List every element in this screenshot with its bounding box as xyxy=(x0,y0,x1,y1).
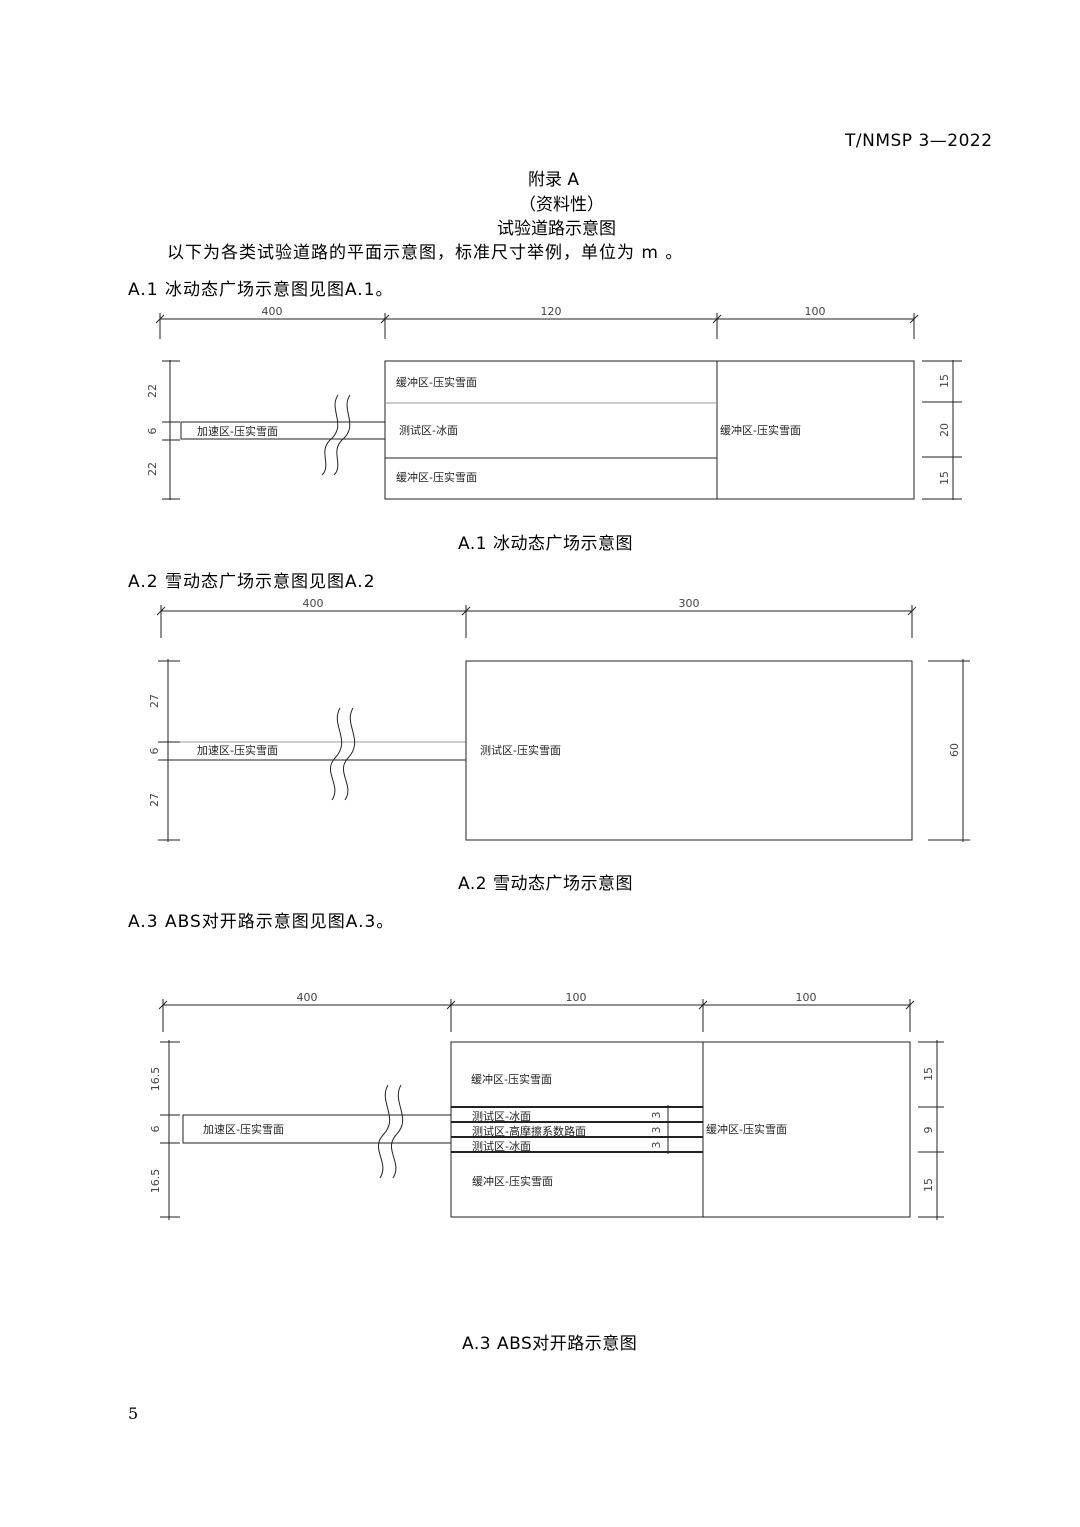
a3-dim-left-1: 16.5 xyxy=(149,1067,162,1092)
a1-label-buffer-right: 缓冲区-压实雪面 xyxy=(720,423,801,437)
a2-break-mark-2 xyxy=(342,707,356,801)
a1-right-dimension: 15 20 15 xyxy=(922,360,962,500)
appendix-title: 附录 A xyxy=(528,170,580,190)
a1-dim-left-1: 22 xyxy=(146,384,159,398)
a3-dim-right-1: 15 xyxy=(922,1067,935,1081)
a3-dim-left-2: 6 xyxy=(149,1126,162,1133)
a2-dim-left-2: 6 xyxy=(148,748,161,755)
a1-dim-top-2: 120 xyxy=(541,305,562,318)
a3-label-test-1: 测试区-冰面 xyxy=(472,1110,531,1123)
a1-label-accel: 加速区-压实雪面 xyxy=(197,424,278,438)
a1-label-buffer-bottom: 缓冲区-压实雪面 xyxy=(396,470,477,484)
a3-label-buffer-bottom: 缓冲区-压实雪面 xyxy=(472,1174,553,1188)
a1-left-dimension: 22 6 22 xyxy=(146,360,180,500)
a3-dim-inner-3: 3 xyxy=(650,1142,663,1149)
a3-dim-right-2: 9 xyxy=(922,1127,935,1134)
appendix-nature: （资料性） xyxy=(519,195,604,215)
a2-dim-top-2: 300 xyxy=(679,597,700,610)
a3-main-area xyxy=(450,1041,911,1218)
a3-dim-top-2: 100 xyxy=(566,991,587,1004)
a3-dim-left-3: 16.5 xyxy=(149,1169,162,1194)
a3-dim-inner-2: 3 xyxy=(650,1127,663,1134)
a3-top-dimension: 400 100 100 xyxy=(158,991,915,1032)
a2-test-area xyxy=(465,660,913,841)
section-a2-heading: A.2 雪动态广场示意图见图A.2 xyxy=(128,572,376,592)
a3-dim-top-1: 400 xyxy=(297,991,318,1004)
figure-a1-caption: A.1 冰动态广场示意图 xyxy=(458,534,633,554)
a3-label-test-2: 测试区-高摩擦系数路面 xyxy=(472,1124,586,1138)
page-number: 5 xyxy=(128,1404,139,1423)
a2-label-test: 测试区-压实雪面 xyxy=(480,743,561,757)
a1-dim-left-3: 22 xyxy=(146,462,159,476)
a1-dim-top-3: 100 xyxy=(805,305,826,318)
a2-dim-left-3: 27 xyxy=(148,793,161,807)
a2-dim-left-1: 27 xyxy=(148,694,161,708)
section-a1-heading: A.1 冰动态广场示意图见图A.1。 xyxy=(128,280,394,300)
a3-dim-right-3: 15 xyxy=(922,1178,935,1192)
a3-dim-inner-1: 3 xyxy=(650,1112,663,1119)
a1-dim-right-1: 15 xyxy=(938,374,951,388)
a2-dim-right-1: 60 xyxy=(948,743,961,757)
a2-top-dimension: 400 300 xyxy=(156,597,917,638)
a2-right-dimension: 60 xyxy=(928,659,970,842)
figure-a2-caption: A.2 雪动态广场示意图 xyxy=(458,874,633,894)
a1-dim-top-1: 400 xyxy=(262,305,283,318)
a2-break-mark xyxy=(329,707,343,801)
a3-inner-dimension: 3 3 3 xyxy=(650,1105,674,1154)
a1-label-test: 测试区-冰面 xyxy=(399,424,458,437)
a3-label-buffer-right: 缓冲区-压实雪面 xyxy=(706,1122,787,1136)
a3-dim-top-3: 100 xyxy=(796,991,817,1004)
a1-top-dimension: 400 120 100 xyxy=(155,305,919,339)
a2-left-dimension: 27 6 27 xyxy=(148,659,180,842)
appendix-name: 试验道路示意图 xyxy=(497,219,616,239)
a3-label-test-3: 测试区-冰面 xyxy=(472,1140,531,1153)
a3-label-buffer-top: 缓冲区-压实雪面 xyxy=(471,1072,552,1086)
intro-paragraph: 以下为各类试验道路的平面示意图，标准尺寸举例，单位为 m 。 xyxy=(167,243,684,263)
a1-label-buffer-top: 缓冲区-压实雪面 xyxy=(396,375,477,389)
a1-dim-right-3: 15 xyxy=(938,471,951,485)
figure-a3-caption: A.3 ABS对开路示意图 xyxy=(462,1334,638,1354)
section-a3-heading: A.3 ABS对开路示意图见图A.3。 xyxy=(128,912,395,932)
a3-break-mark-2 xyxy=(390,1084,404,1179)
a1-break-mark xyxy=(321,394,339,476)
a1-break-mark-2 xyxy=(333,394,351,476)
a3-left-dimension: 16.5 6 16.5 xyxy=(149,1040,180,1220)
a3-break-mark xyxy=(377,1084,391,1179)
document-number: T/NMSP 3—2022 xyxy=(845,131,993,151)
a1-dim-right-2: 20 xyxy=(938,423,951,437)
a2-dim-top-1: 400 xyxy=(303,597,324,610)
a1-main-area xyxy=(384,360,915,500)
a2-label-accel: 加速区-压实雪面 xyxy=(197,743,278,757)
a3-label-accel: 加速区-压实雪面 xyxy=(203,1122,284,1136)
a1-dim-left-2: 6 xyxy=(146,428,159,435)
a3-right-dimension: 15 9 15 xyxy=(918,1040,944,1220)
